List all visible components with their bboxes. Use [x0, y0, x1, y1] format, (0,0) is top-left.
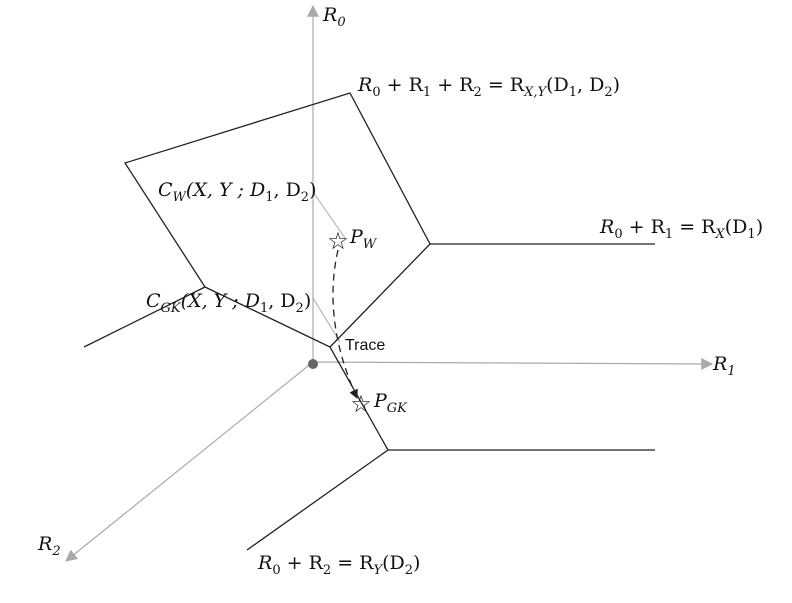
sum-all-label: R0 + R1 + R2 = RX,Y(D1, D2) [357, 74, 620, 100]
r2-axis-label: R2 [37, 533, 61, 559]
sum-x-label: R0 + R1 = RX(D1) [599, 216, 763, 242]
pgk-label: PGK [373, 390, 408, 416]
pw-star-icon: ☆ [327, 227, 349, 255]
cw-label: CW(X, Y ; D1, D2) [158, 179, 317, 205]
origin-dot [308, 359, 318, 369]
trace-label: Trace [345, 337, 385, 354]
edge-left [83, 286, 206, 348]
trace-curve [332, 249, 358, 399]
sum-y-label: R0 + R2 = RY(D2) [257, 552, 420, 578]
r2-axis [65, 361, 314, 562]
r1-axis-label: R1 [712, 353, 736, 379]
cw-leader [312, 191, 346, 239]
pw-label: PW [349, 226, 378, 252]
cgk-label: CGK(X, Y ; D1, D2) [146, 290, 311, 316]
r0-axis-label: R0 [322, 4, 346, 30]
cgk-leader [312, 297, 341, 343]
pgk-star-icon: ☆ [350, 390, 372, 418]
top-face [123, 92, 431, 348]
middle-face [204, 286, 389, 451]
r1-axis [312, 357, 714, 370]
edge-r2-ray [246, 449, 389, 551]
